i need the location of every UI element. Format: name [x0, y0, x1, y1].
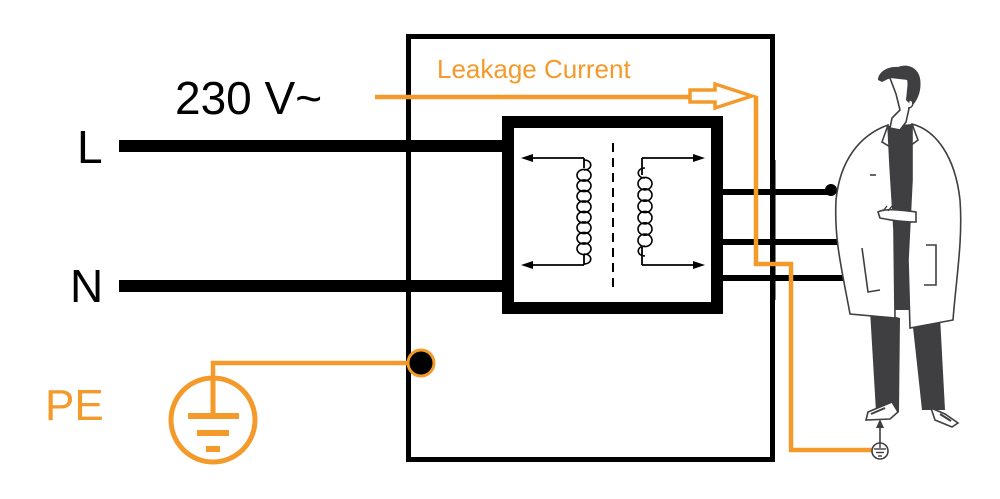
person-legs — [870, 310, 900, 412]
person-shoe-left — [864, 400, 900, 421]
secondary-arrow-bottom-icon — [693, 261, 705, 269]
secondary-arrow-top-icon — [693, 154, 705, 162]
secondary-coil-turn — [637, 210, 653, 225]
person-hand — [877, 208, 917, 223]
transformer-box — [502, 116, 723, 314]
transformer-coils — [576, 159, 653, 265]
primary-coil-turn — [576, 231, 592, 245]
line-label: L — [77, 121, 103, 173]
primary-coil-lead — [583, 253, 592, 265]
primary-arrow-top-icon — [521, 154, 533, 162]
primary-coil-turn — [576, 179, 592, 193]
output-terminal-1 — [825, 184, 837, 196]
primary-winding — [528, 157, 585, 266]
secondary-coil-lead — [637, 245, 646, 257]
secondary-coil-turn — [637, 221, 653, 237]
neutral-label: N — [70, 260, 103, 312]
voltage-label: 230 V~ — [175, 72, 322, 124]
pe-terminal — [406, 348, 436, 378]
primary-coil-turn — [576, 189, 592, 203]
person-hair — [878, 65, 921, 106]
person-illustration — [834, 65, 962, 428]
person-ground-icon — [871, 424, 889, 460]
secondary-coil-turn — [637, 199, 653, 214]
primary-coil-turn — [576, 221, 592, 235]
primary-coil-turn — [576, 210, 592, 224]
protective-earth-label: PE — [45, 381, 104, 430]
secondary-winding — [641, 157, 697, 266]
primary-coil-turn — [576, 200, 592, 214]
leakage-current-path — [375, 94, 880, 453]
person-ground-arrow-icon — [876, 419, 884, 428]
pe-ground-icon — [168, 375, 258, 465]
person-lab-coat — [834, 123, 896, 319]
output-wires — [717, 160, 852, 300]
secondary-coil-turn — [637, 187, 653, 203]
primary-arrow-bottom-icon — [521, 261, 533, 269]
leakage-current-label: Leakage Current — [437, 54, 631, 84]
leakage-arrow-icon — [688, 81, 758, 111]
primary-coil-turn — [576, 168, 592, 182]
secondary-coil-turn — [637, 176, 653, 191]
